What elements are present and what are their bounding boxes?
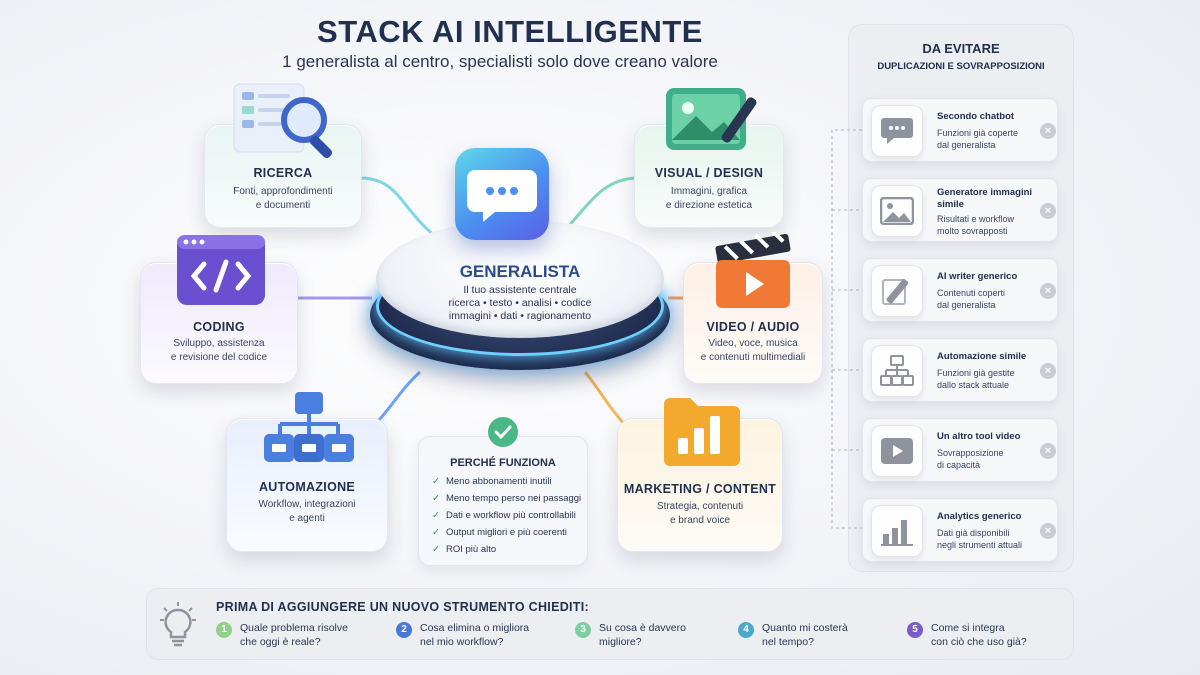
close-icon[interactable]: × [1040,123,1056,139]
chat-bubble-icon [455,148,549,240]
video-title: VIDEO / AUDIO [706,320,800,334]
visual-desc-1: Immagini, grafica [670,186,748,197]
code-window-icon [177,235,265,305]
check-icon: ✓ [432,493,440,504]
flowchart-icon [264,392,354,462]
avoid-item-analytics: Analytics generico Dati già disponibili … [862,498,1058,562]
marketing-desc-2: e brand voice [669,515,731,526]
avoid-item-ai-writer: AI writer generico Contenuti coperti dal… [862,258,1058,322]
avoid-item-automazione: Automazione simile Funzioni già gestite … [862,338,1058,402]
bar-chart-folder-icon [664,398,740,466]
bracket-connector [831,129,862,529]
close-icon[interactable]: × [1040,203,1056,219]
chat-icon [871,105,923,157]
question-number: 5 [907,622,923,638]
coding-desc-1: Sviluppo, assistenza [173,338,265,349]
question-number: 4 [738,622,754,638]
perche-item: ✓Meno abbonamenti inutili [432,476,552,487]
video-desc-2: e contenuti multimediali [700,352,806,363]
ricerca-desc-2: e documenti [255,200,311,211]
ricerca-title: RICERCA [253,166,313,180]
close-icon[interactable]: × [1040,363,1056,379]
question-number: 1 [216,622,232,638]
question-number: 3 [575,622,591,638]
generalist-subtitle: Il tuo assistente centrale [463,284,577,296]
bar-chart-icon [871,505,923,557]
visual-title: VISUAL / DESIGN [654,166,764,180]
close-icon[interactable]: × [1040,523,1056,539]
magnifier-document-icon [233,83,333,159]
avoid-item-generatore-immagini: Generatore immagini simile Risultati e w… [862,178,1058,242]
questions-title: PRIMA DI AGGIUNGERE UN NUOVO STRUMENTO C… [216,600,589,614]
page-title: STACK AI INTELLIGENTE [317,14,703,49]
automazione-desc-1: Workflow, integrazioni [258,499,356,510]
check-icon: ✓ [432,510,440,521]
clapperboard-icon [715,232,791,308]
automazione-desc-2: e agenti [289,513,325,524]
play-icon [871,425,923,477]
check-icon: ✓ [432,527,440,538]
ricerca-desc-1: Fonti, approfondimenti [233,186,333,197]
image-brush-icon [666,88,757,150]
pen-icon [871,265,923,317]
check-icon: ✓ [432,544,440,555]
page-subtitle: 1 generalista al centro, specialisti sol… [282,52,718,71]
marketing-desc-1: Strategia, contenuti [656,501,744,512]
generalist-capabilities-1: ricerca • testo • analisi • codice [448,297,592,309]
check-circle-icon [488,417,518,447]
coding-desc-2: e revisione del codice [170,352,268,363]
perche-item: ✓Dati e workflow più controllabili [432,510,576,521]
visual-desc-2: e direzione estetica [665,200,753,211]
perche-item: ✓ROI più alto [432,544,497,555]
coding-title: CODING [193,320,245,334]
question-number: 2 [396,622,412,638]
avoid-item-tool-video: Un altro tool video Sovrapposizione di c… [862,418,1058,482]
image-icon [871,185,923,237]
marketing-title: MARKETING / CONTENT [623,482,777,496]
lightbulb-icon [160,602,196,647]
flowchart-icon [871,345,923,397]
automazione-title: AUTOMAZIONE [258,480,356,494]
close-icon[interactable]: × [1040,443,1056,459]
perche-item: ✓Output migliori e più coerenti [432,527,567,538]
perche-funziona-card [418,436,588,566]
generalist-capabilities-2: immagini • dati • ragionamento [448,310,592,322]
check-icon: ✓ [432,476,440,487]
video-desc-1: Video, voce, musica [708,338,798,349]
perche-title: PERCHÉ FUNZIONA [450,457,556,469]
close-icon[interactable]: × [1040,283,1056,299]
avoid-item-secondo-chatbot: Secondo chatbot Funzioni già coperte dal… [862,98,1058,162]
avoid-subtitle: DUPLICAZIONI E SOVRAPPOSIZIONI [877,61,1045,72]
perche-item: ✓Meno tempo perso nei passaggi [432,493,582,504]
generalist-title: GENERALISTA [459,262,581,281]
connector-ricerca [359,176,441,242]
avoid-title: DA EVITARE [922,41,1000,56]
